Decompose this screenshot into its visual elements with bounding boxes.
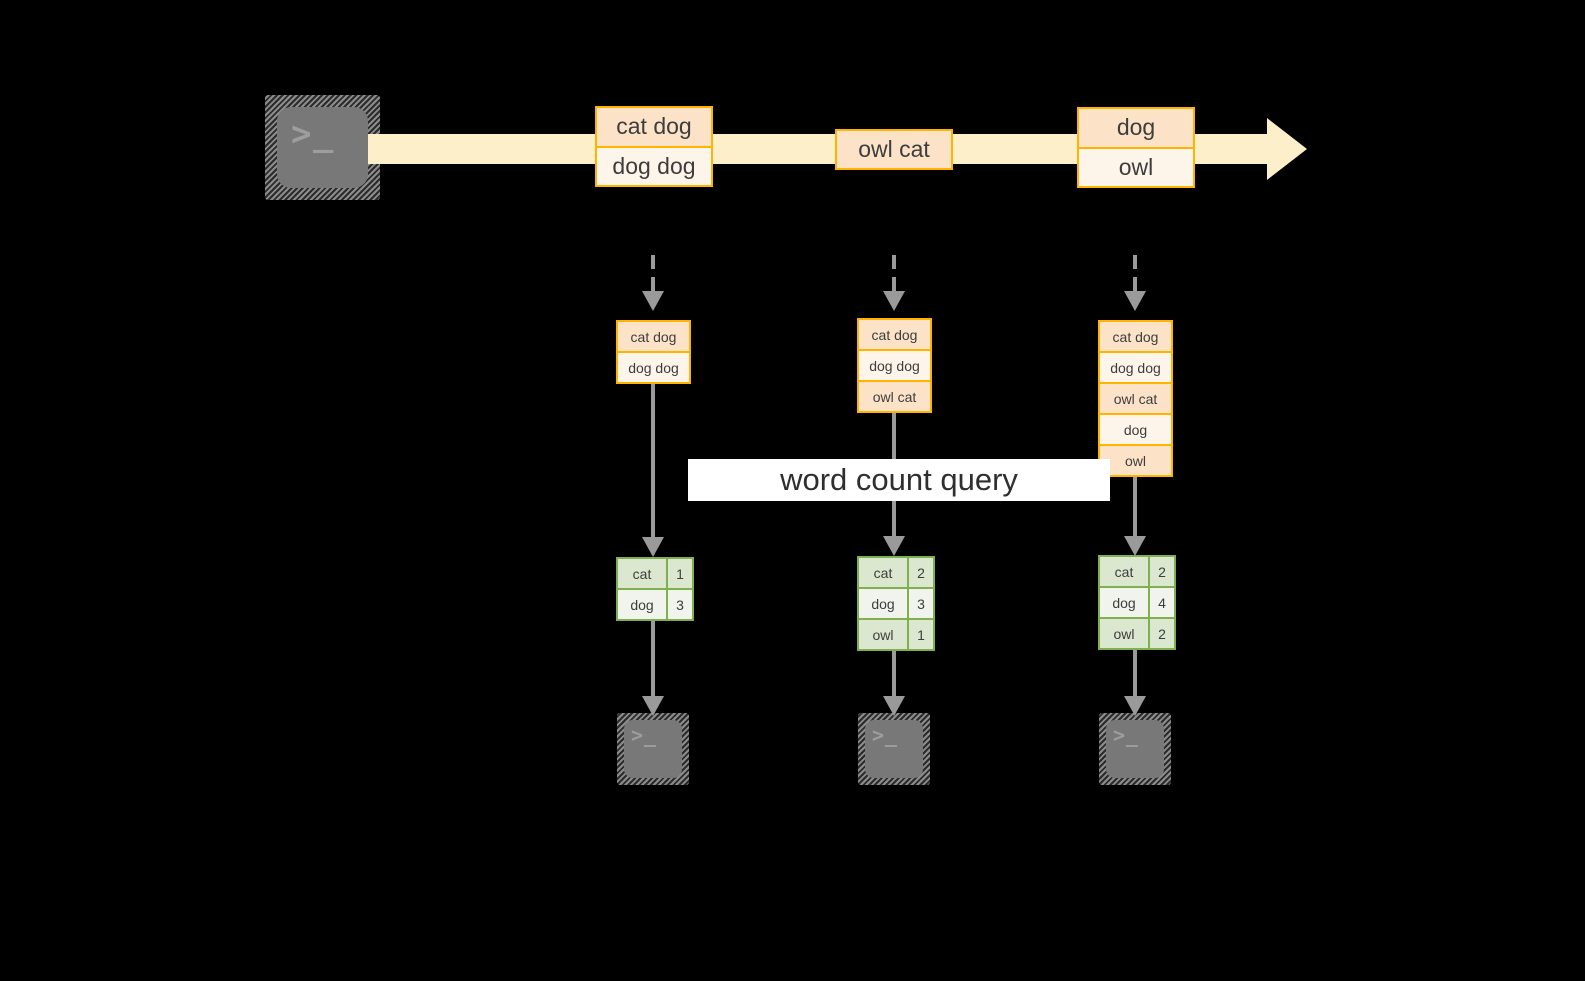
arrow-shaft [1133, 650, 1137, 700]
arrow-head [883, 536, 905, 556]
result-row: cat 2 [859, 558, 933, 587]
input-row: cat dog [859, 320, 930, 349]
terminal-face [277, 107, 368, 188]
terminal-face [1106, 720, 1164, 778]
arrow-shaft [1133, 255, 1137, 295]
snapshot-arrow-dashed [641, 255, 665, 311]
result-word: cat [1100, 557, 1148, 586]
result-word: cat [618, 559, 666, 588]
result-row: cat 2 [1100, 557, 1174, 586]
timeline-event-box: dog owl [1077, 107, 1195, 188]
snapshot-arrow-dashed [1123, 255, 1147, 311]
event-line: owl cat [837, 131, 951, 168]
sink-terminal-icon: >_ [617, 713, 689, 785]
sink-arrow [1123, 650, 1147, 716]
arrow-head [642, 537, 664, 557]
arrow-shaft [892, 255, 896, 295]
sink-arrow [641, 621, 665, 716]
sink-terminal-icon: >_ [1099, 713, 1171, 785]
result-count: 3 [666, 590, 692, 619]
terminal-prompt-glyph: >_ [1113, 723, 1139, 747]
result-row: dog 4 [1100, 586, 1174, 617]
input-row: dog dog [859, 349, 930, 380]
terminal-face [624, 720, 682, 778]
arrow-shaft [651, 384, 655, 541]
arrow-shaft [892, 651, 896, 700]
query-label: word count query [688, 459, 1110, 501]
input-row: owl [1100, 444, 1171, 475]
event-line: dog dog [597, 145, 711, 185]
result-row: dog 3 [859, 587, 933, 618]
result-count: 3 [907, 589, 933, 618]
query-arrow [641, 384, 665, 557]
arrow-head [1124, 696, 1146, 716]
result-count: 2 [1148, 557, 1174, 586]
terminal-face [865, 720, 923, 778]
result-word: dog [618, 590, 666, 619]
timeline-event-box: cat dog dog dog [595, 106, 713, 187]
input-row: cat dog [1100, 322, 1171, 351]
arrow-head [883, 291, 905, 311]
terminal-prompt-glyph: >_ [291, 114, 335, 154]
arrow-head [883, 696, 905, 716]
result-table: cat 2 dog 4 owl 2 [1098, 555, 1176, 650]
result-table: cat 2 dog 3 owl 1 [857, 556, 935, 651]
arrow-shaft [1133, 477, 1137, 540]
result-count: 1 [666, 559, 692, 588]
result-count: 2 [907, 558, 933, 587]
result-table: cat 1 dog 3 [616, 557, 694, 621]
arrow-head [642, 696, 664, 716]
input-row: dog dog [618, 351, 689, 382]
result-word: dog [859, 589, 907, 618]
result-word: owl [1100, 619, 1148, 648]
result-count: 1 [907, 620, 933, 649]
input-stack: cat dog dog dog owl cat [857, 318, 932, 413]
sink-terminal-icon: >_ [858, 713, 930, 785]
input-row: owl cat [859, 380, 930, 411]
result-word: dog [1100, 588, 1148, 617]
result-row: dog 3 [618, 588, 692, 619]
result-word: owl [859, 620, 907, 649]
result-row: owl 2 [1100, 617, 1174, 648]
terminal-prompt-glyph: >_ [631, 723, 657, 747]
arrow-shaft [651, 621, 655, 700]
sink-arrow [882, 651, 906, 716]
terminal-prompt-glyph: >_ [872, 723, 898, 747]
event-line: dog [1079, 109, 1193, 147]
input-row: cat dog [618, 322, 689, 351]
input-stack: cat dog dog dog owl cat dog owl [1098, 320, 1173, 477]
arrow-head [642, 291, 664, 311]
timeline-event-box: owl cat [835, 129, 953, 170]
source-terminal-icon: >_ [265, 95, 380, 200]
input-row: owl cat [1100, 382, 1171, 413]
result-count: 2 [1148, 619, 1174, 648]
input-stack: cat dog dog dog [616, 320, 691, 384]
result-row: cat 1 [618, 559, 692, 588]
result-word: cat [859, 558, 907, 587]
input-row: dog [1100, 413, 1171, 444]
event-line: owl [1079, 146, 1193, 186]
arrow-shaft [651, 255, 655, 295]
snapshot-arrow-dashed [882, 255, 906, 311]
query-arrow [1123, 477, 1147, 556]
arrow-head [1124, 536, 1146, 556]
event-line: cat dog [597, 108, 711, 146]
timeline-arrow-head [1267, 118, 1307, 180]
result-count: 4 [1148, 588, 1174, 617]
arrow-head [1124, 291, 1146, 311]
input-row: dog dog [1100, 351, 1171, 382]
result-row: owl 1 [859, 618, 933, 649]
